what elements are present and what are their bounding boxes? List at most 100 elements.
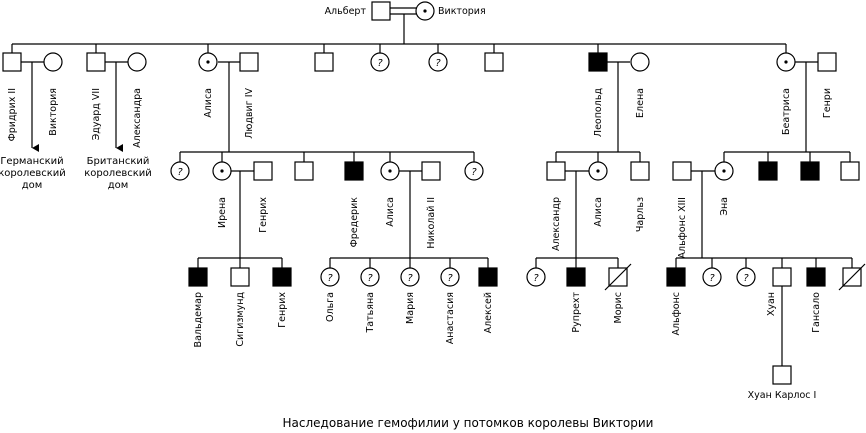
- deceased-slash: [838, 263, 866, 291]
- person-name: Беатриса: [781, 88, 792, 135]
- person-name: Мария: [405, 292, 416, 324]
- person-name: Виктория: [48, 88, 59, 136]
- person-alfonso: Альфонс: [666, 267, 686, 336]
- person-name: Генри: [822, 88, 833, 118]
- person-daughter-unknown-6: ?: [702, 267, 722, 287]
- svg-text:Британский: Британский: [87, 156, 150, 167]
- person-sigismund: Сигизмунд: [230, 267, 250, 347]
- person-heinrich-jr: Генрих: [272, 267, 292, 328]
- person-name: Генрих: [258, 197, 269, 233]
- person-juan-carlos: Хуан Карлос I: [748, 365, 817, 401]
- person-name: Ирена: [217, 197, 228, 228]
- person-leopold: Леопольд: [588, 52, 608, 137]
- person-name: Альфонс: [671, 292, 682, 336]
- carrier-dot: [423, 9, 427, 13]
- person-daughter-unknown-3: ?: [170, 161, 190, 181]
- person-daughter-unknown-4: ?: [464, 161, 484, 181]
- svg-text:королевский: королевский: [84, 168, 152, 179]
- person-alexei: Алексей: [478, 267, 498, 333]
- person-battenberg-son-3: [840, 161, 860, 181]
- person-alice-albany: Алиса: [588, 161, 608, 227]
- question-mark: ?: [367, 273, 373, 284]
- question-mark: ?: [407, 273, 413, 284]
- carrier-dot: [722, 169, 726, 173]
- person-waldemar: Вальдемар: [188, 267, 208, 347]
- person-name: Татьяна: [365, 292, 376, 334]
- note-british-house: Британский королевский дом: [84, 156, 152, 191]
- person-name: Фридрих II: [7, 88, 18, 141]
- person-juan: Хуан: [766, 267, 792, 316]
- question-mark: ?: [709, 273, 715, 284]
- person-beatrice: Беатриса: [776, 52, 796, 135]
- person-maria: ? Мария: [400, 267, 420, 324]
- pedigree-lines: [11, 7, 853, 366]
- person-name: Ольга: [325, 292, 336, 322]
- question-mark: ?: [177, 167, 183, 178]
- person-olga: ? Ольга: [320, 267, 340, 322]
- person-daughter-unknown-5: ?: [526, 267, 546, 287]
- person-victoria: Виктория: [415, 1, 486, 21]
- person-daughter-unknown-2: ?: [428, 52, 448, 72]
- svg-text:дом: дом: [108, 180, 129, 191]
- person-tatiana: ? Татьяна: [360, 267, 380, 334]
- person-rupert: Рупрехт: [566, 267, 586, 333]
- question-mark: ?: [377, 58, 383, 69]
- person-name: Морис: [613, 292, 624, 323]
- person-name: Людвиг IV: [244, 88, 255, 139]
- person-name: Рупрехт: [571, 292, 582, 333]
- person-name: Хуан: [766, 292, 777, 316]
- person-heinrich: Генрих: [253, 161, 273, 233]
- question-mark: ?: [743, 273, 749, 284]
- person-frederick: Фредерик: [344, 161, 364, 247]
- person-name: Алиса: [385, 197, 396, 227]
- person-charles: Чарльз: [630, 161, 650, 232]
- person-alexandra: Александра: [127, 52, 147, 148]
- person-helena: Елена: [630, 52, 650, 118]
- svg-text:королевский: королевский: [0, 168, 66, 179]
- person-son-deceased: [838, 263, 866, 291]
- carrier-dot: [784, 60, 788, 64]
- question-mark: ?: [471, 167, 477, 178]
- person-name: Генрих: [277, 292, 288, 328]
- person-name: Хуан Карлос I: [748, 390, 817, 401]
- person-name: Гансало: [811, 292, 822, 333]
- carrier-dot: [206, 60, 210, 64]
- person-battenberg-son-1: [758, 161, 778, 181]
- question-mark: ?: [533, 273, 539, 284]
- svg-text:дом: дом: [22, 180, 43, 191]
- person-name: Николай II: [426, 197, 437, 249]
- person-name: Александра: [132, 88, 143, 148]
- person-name: Леопольд: [593, 88, 604, 137]
- carrier-dot: [388, 169, 392, 173]
- person-name: Алексей: [483, 292, 494, 333]
- person-alix: Алиса: [380, 161, 400, 227]
- person-name: Елена: [635, 88, 646, 118]
- person-name: Анастасия: [445, 292, 456, 344]
- person-name: Алиса: [593, 197, 604, 227]
- person-ludwig: Людвиг IV: [239, 52, 259, 139]
- person-friedrich: Фридрих II: [2, 52, 22, 141]
- person-name: Алиса: [203, 88, 214, 118]
- person-name: Эдуард VII: [91, 88, 102, 140]
- person-nicholas: Николай II: [421, 161, 441, 249]
- person-victoria-princess: Виктория: [43, 52, 63, 136]
- carrier-dot: [220, 169, 224, 173]
- carrier-dot: [596, 169, 600, 173]
- person-ena: Эна: [714, 161, 734, 216]
- person-son-unnamed: [314, 52, 334, 72]
- person-irene: Ирена: [212, 161, 232, 228]
- deceased-slash: [604, 263, 632, 291]
- person-edward: Эдуард VII: [86, 52, 106, 140]
- person-son-unnamed-2: [484, 52, 504, 72]
- person-maurice: Морис: [604, 263, 632, 323]
- person-name: Сигизмунд: [235, 292, 246, 347]
- person-name: Альфонс XIII: [677, 197, 688, 258]
- question-mark: ?: [435, 58, 441, 69]
- person-son-unnamed-3: [294, 161, 314, 181]
- person-henry-battenberg: Генри: [817, 52, 837, 118]
- question-mark: ?: [447, 273, 453, 284]
- person-name: Вальдемар: [193, 292, 204, 347]
- person-anastasia: ? Анастасия: [440, 267, 460, 344]
- person-albert: Альберт: [325, 1, 391, 21]
